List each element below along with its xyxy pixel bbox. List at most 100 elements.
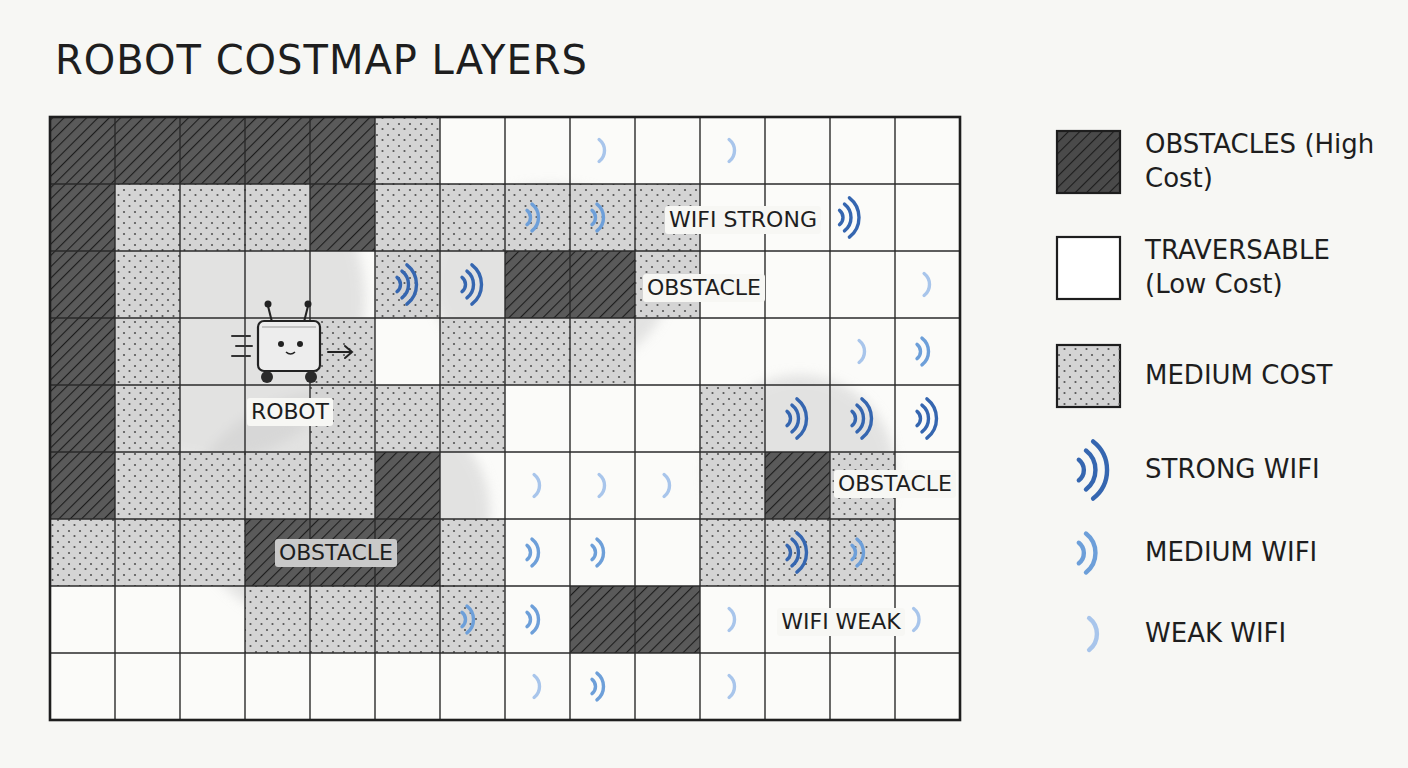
cell-texture [375,117,440,184]
cell-texture [115,452,180,519]
cell-texture [375,452,440,519]
grid-line [50,518,960,519]
grid-line [50,451,960,452]
cell-texture [505,184,570,251]
legend-text: MEDIUM COST [1145,359,1385,393]
cell-fill [375,586,440,653]
cell-texture [310,117,375,184]
cell-texture [700,519,765,586]
weak-wifi-symbol [729,675,734,697]
medium-cost-cell [115,452,180,519]
obstacle-cell [505,251,570,318]
wifi-arc [1079,460,1084,481]
grid-lines [50,117,960,720]
medium-cost-cell [440,385,505,452]
robot-part [232,335,250,337]
cell-fill [505,184,570,251]
medium-cost-cell [830,519,895,586]
grid-border [50,117,960,720]
grid-line [504,117,505,720]
medium-wifi-symbol [527,204,538,231]
robot-part [261,371,273,383]
wifi-arc [664,474,669,496]
grid-line [179,117,180,720]
cell-fill [440,318,505,385]
grid-line [50,384,960,385]
cell-texture [50,385,115,452]
medium-cost-cell [245,586,310,653]
obstacle-cell [375,452,440,519]
wifi-arc [532,539,539,566]
cell-texture [180,184,245,251]
cell-fill [50,184,115,251]
cell-fill [700,519,765,586]
wifi-arc [787,545,790,559]
wifi-arc [534,675,539,697]
weak-wifi-symbol [599,474,604,496]
cell-fill [245,586,310,653]
grid-line [50,183,960,184]
obstacle-label: OBSTACLE [643,274,765,302]
legend-swatch [1057,237,1120,299]
cell-fill [635,586,700,653]
wifi-arc [599,474,604,496]
wifi-arc [462,612,465,626]
medium-wifi-symbol [1079,534,1096,573]
legend-swatch-texture [1057,131,1120,193]
wifi-arc [729,139,734,161]
cell-texture [700,385,765,452]
obstacle-cell [570,586,635,653]
cell-texture [635,586,700,653]
medium-cost-cell [505,318,570,385]
cell-texture [115,117,180,184]
grid-line [374,117,375,720]
medium-cost-cell [115,519,180,586]
obstacle-cell [570,251,635,318]
cell-texture [115,519,180,586]
strong-wifi-symbol [787,533,806,572]
robot-figure [232,301,352,384]
strong-wifi-symbol [917,399,936,438]
obstacle-cell [50,318,115,385]
weak-wifi-symbol [599,139,604,161]
cell-fill [375,251,440,318]
cell-texture [570,318,635,385]
wifi-arc [792,539,799,566]
grid-line [439,117,440,720]
weak-wifi-symbol [534,474,539,496]
cell-fill [310,184,375,251]
cell-texture [245,117,310,184]
cell-fill [440,385,505,452]
legend-text: TRAVERSABLE (Low Cost) [1145,234,1385,302]
grid-line [244,117,245,720]
cell-texture [180,452,245,519]
cell-texture [245,586,310,653]
legend-text: OBSTACLES (High Cost) [1145,128,1385,196]
robot-part [258,321,320,371]
wifi-arc [527,210,530,224]
cell-fill [115,117,180,184]
cell-texture [700,452,765,519]
cell-fill [570,251,635,318]
cell-texture [440,586,505,653]
obstacle-cell [115,117,180,184]
wifi-arc [599,139,604,161]
grid-line [50,317,960,318]
wifi-arc [917,411,920,425]
cell-texture [375,251,440,318]
cell-fill [570,318,635,385]
cell-fill [765,452,830,519]
wifi-arc [592,545,595,559]
cell-fill [570,184,635,251]
wifi-arc [917,344,920,358]
cell-texture [375,586,440,653]
cell-fill [50,519,115,586]
strong-wifi-symbol [462,265,481,304]
robot-part [262,326,316,327]
robot-part [328,346,352,358]
cell-texture [115,318,180,385]
cell-texture [50,452,115,519]
wifi-arc [857,539,864,566]
medium-cost-cell [570,184,635,251]
obstacle-cell [50,385,115,452]
